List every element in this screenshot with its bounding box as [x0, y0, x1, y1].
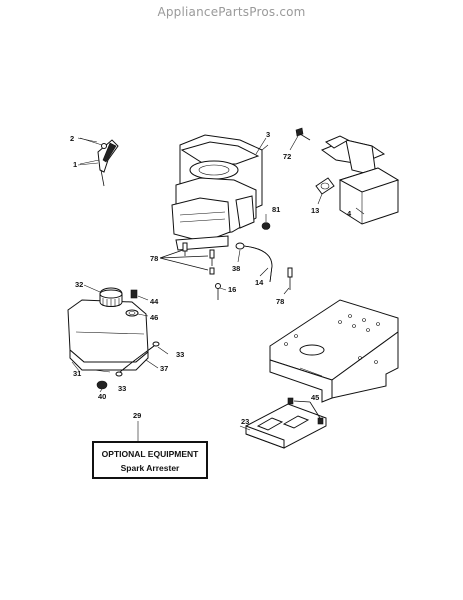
callout-40: 40 [98, 392, 106, 401]
muffler [320, 135, 400, 225]
bolts-78 [159, 242, 215, 275]
watermark-text: AppliancePartsPros.com [157, 5, 306, 19]
callout-23: 23 [241, 417, 249, 426]
callout-78-right: 78 [276, 297, 284, 306]
callout-37: 37 [160, 364, 168, 373]
callout-44: 44 [150, 297, 159, 306]
fuel-hose [115, 341, 160, 377]
optional-equipment-title: OPTIONAL EQUIPMENT [101, 449, 199, 459]
callout-46: 46 [150, 313, 158, 322]
callout-29: 29 [133, 411, 141, 420]
callout-1: 1 [73, 160, 77, 169]
optional-equipment-box: OPTIONAL EQUIPMENT Spark Arrester [92, 441, 208, 479]
nut-81 [261, 222, 271, 230]
callout-32: 32 [75, 280, 83, 289]
chassis-frame [269, 299, 399, 403]
muffler-gasket [315, 177, 335, 195]
engine [171, 134, 269, 251]
callout-45: 45 [311, 393, 319, 402]
callout-4: 4 [347, 209, 352, 218]
spark-arrester-label: Spark Arrester [120, 463, 180, 473]
callout-72: 72 [283, 152, 291, 161]
callout-81: 81 [272, 205, 280, 214]
bolt-72 [295, 127, 311, 141]
callouts: 2 1 3 72 4 13 81 78 38 16 14 78 32 44 46… [70, 130, 352, 426]
spark-arrester [245, 397, 327, 449]
fuel-tank [67, 287, 149, 371]
choke-bracket [79, 137, 119, 187]
callout-2: 2 [70, 134, 74, 143]
callout-13: 13 [311, 206, 319, 215]
fuel-line [215, 242, 293, 300]
callout-33-top: 33 [176, 350, 184, 359]
callout-33-bottom: 33 [118, 384, 126, 393]
filler-neck-parts [125, 289, 139, 317]
callout-78-left: 78 [150, 254, 158, 263]
callout-38: 38 [232, 264, 240, 273]
leader-lines [71, 135, 365, 441]
callout-31: 31 [73, 369, 81, 378]
callout-16: 16 [228, 285, 236, 294]
callout-3: 3 [266, 130, 270, 139]
callout-14: 14 [255, 278, 264, 287]
grommet-40 [96, 380, 108, 390]
